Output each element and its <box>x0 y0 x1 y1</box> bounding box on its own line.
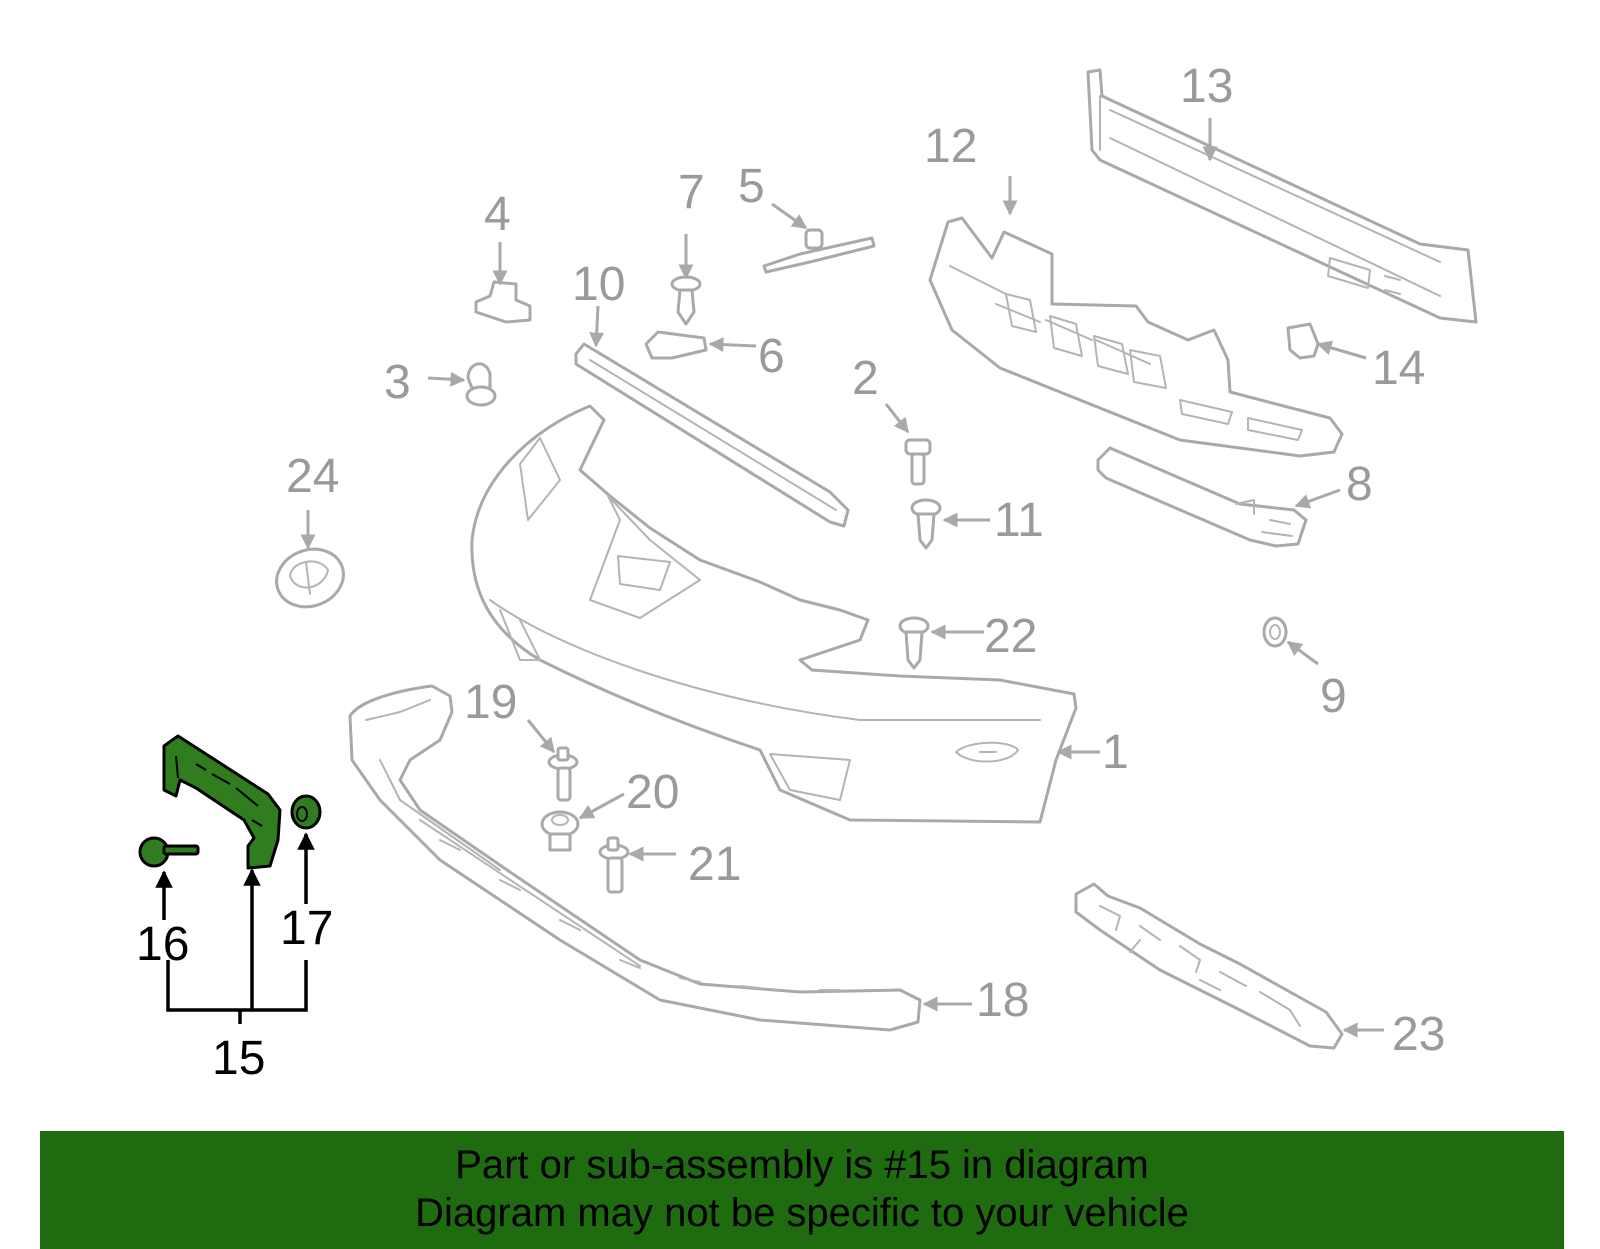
callout-15: 15 <box>212 1032 265 1085</box>
part-9-grommet[interactable] <box>1262 616 1288 648</box>
part-10-molding[interactable] <box>574 342 850 528</box>
callout-20: 20 <box>626 766 679 819</box>
part-19-bolt[interactable] <box>547 746 579 802</box>
callout-5: 5 <box>738 160 765 213</box>
callout-24: 24 <box>286 450 339 503</box>
callout-17: 17 <box>280 902 333 955</box>
part-23-lower-bracket[interactable] <box>1074 882 1344 1050</box>
callout-4: 4 <box>484 188 511 241</box>
part-15-bracket-assembly[interactable] <box>162 734 282 870</box>
callout-18: 18 <box>976 974 1029 1027</box>
part-17-nut[interactable] <box>290 794 322 830</box>
part-13-bumper-reinforcement[interactable] <box>1086 68 1478 324</box>
part-6-clip[interactable] <box>644 330 708 360</box>
callout-1: 1 <box>1102 726 1129 779</box>
part-2-bolt[interactable] <box>904 438 932 486</box>
callout-22: 22 <box>984 610 1037 663</box>
callout-6: 6 <box>758 330 785 383</box>
part-12-energy-absorber[interactable] <box>928 216 1344 458</box>
banner-line-2: Diagram may not be specific to your vehi… <box>415 1191 1189 1235</box>
callout-7: 7 <box>678 166 705 219</box>
part-11-push-pin[interactable] <box>910 498 942 550</box>
callout-3: 3 <box>384 356 411 409</box>
banner-line-1: Part or sub-assembly is #15 in diagram <box>455 1143 1149 1187</box>
callout-13: 13 <box>1180 60 1233 113</box>
part-16-bolt[interactable] <box>138 836 200 868</box>
leader-lines <box>300 118 1384 1038</box>
callout-9: 9 <box>1320 670 1347 723</box>
part-1-bumper-cover[interactable] <box>470 404 1078 824</box>
callout-23: 23 <box>1392 1008 1445 1061</box>
highlight-leader-lines <box>155 832 315 1024</box>
callout-2: 2 <box>852 352 879 405</box>
part-8-bracket[interactable] <box>1096 446 1308 548</box>
callout-21: 21 <box>688 838 741 891</box>
part-22-push-pin[interactable] <box>898 616 930 670</box>
callout-12: 12 <box>924 120 977 173</box>
callout-19: 19 <box>464 676 517 729</box>
part-3-fastener[interactable] <box>465 362 497 407</box>
callout-11: 11 <box>994 494 1044 547</box>
callout-10: 10 <box>572 258 625 311</box>
part-14-clip[interactable] <box>1286 322 1320 360</box>
info-banner: Part or sub-assembly is #15 in diagram D… <box>40 1131 1564 1249</box>
part-21-bolt[interactable] <box>598 836 630 894</box>
callout-16: 16 <box>136 918 189 971</box>
part-4-clip[interactable] <box>474 280 532 324</box>
part-18-lower-spoiler[interactable] <box>348 684 922 1032</box>
part-5-retainer[interactable] <box>762 228 876 274</box>
callout-8: 8 <box>1346 458 1373 511</box>
part-20-nut[interactable] <box>540 810 580 852</box>
part-24-emblem[interactable] <box>268 540 351 616</box>
part-7-push-pin[interactable] <box>670 275 702 326</box>
callout-labels: 1 2 3 4 5 6 7 8 9 10 11 12 13 14 15 16 1… <box>136 60 1445 1085</box>
callout-14: 14 <box>1372 342 1425 395</box>
